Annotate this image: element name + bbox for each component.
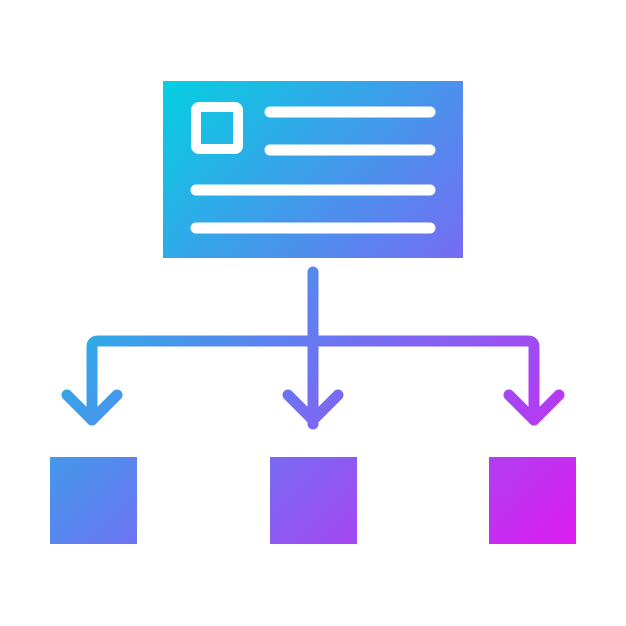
child-node-center	[270, 457, 357, 544]
branch-connectors	[61, 266, 565, 430]
arrow-left-icon	[61, 389, 123, 426]
arrow-center-icon	[282, 389, 344, 426]
card-text-lines	[190, 106, 436, 234]
child-node-right	[489, 457, 576, 544]
document-card	[163, 81, 463, 258]
child-nodes	[50, 457, 576, 544]
card-thumbnail-square	[191, 102, 243, 154]
horizontal-branch	[86, 335, 540, 426]
arrow-right-icon	[503, 389, 565, 426]
child-node-left	[50, 457, 137, 544]
